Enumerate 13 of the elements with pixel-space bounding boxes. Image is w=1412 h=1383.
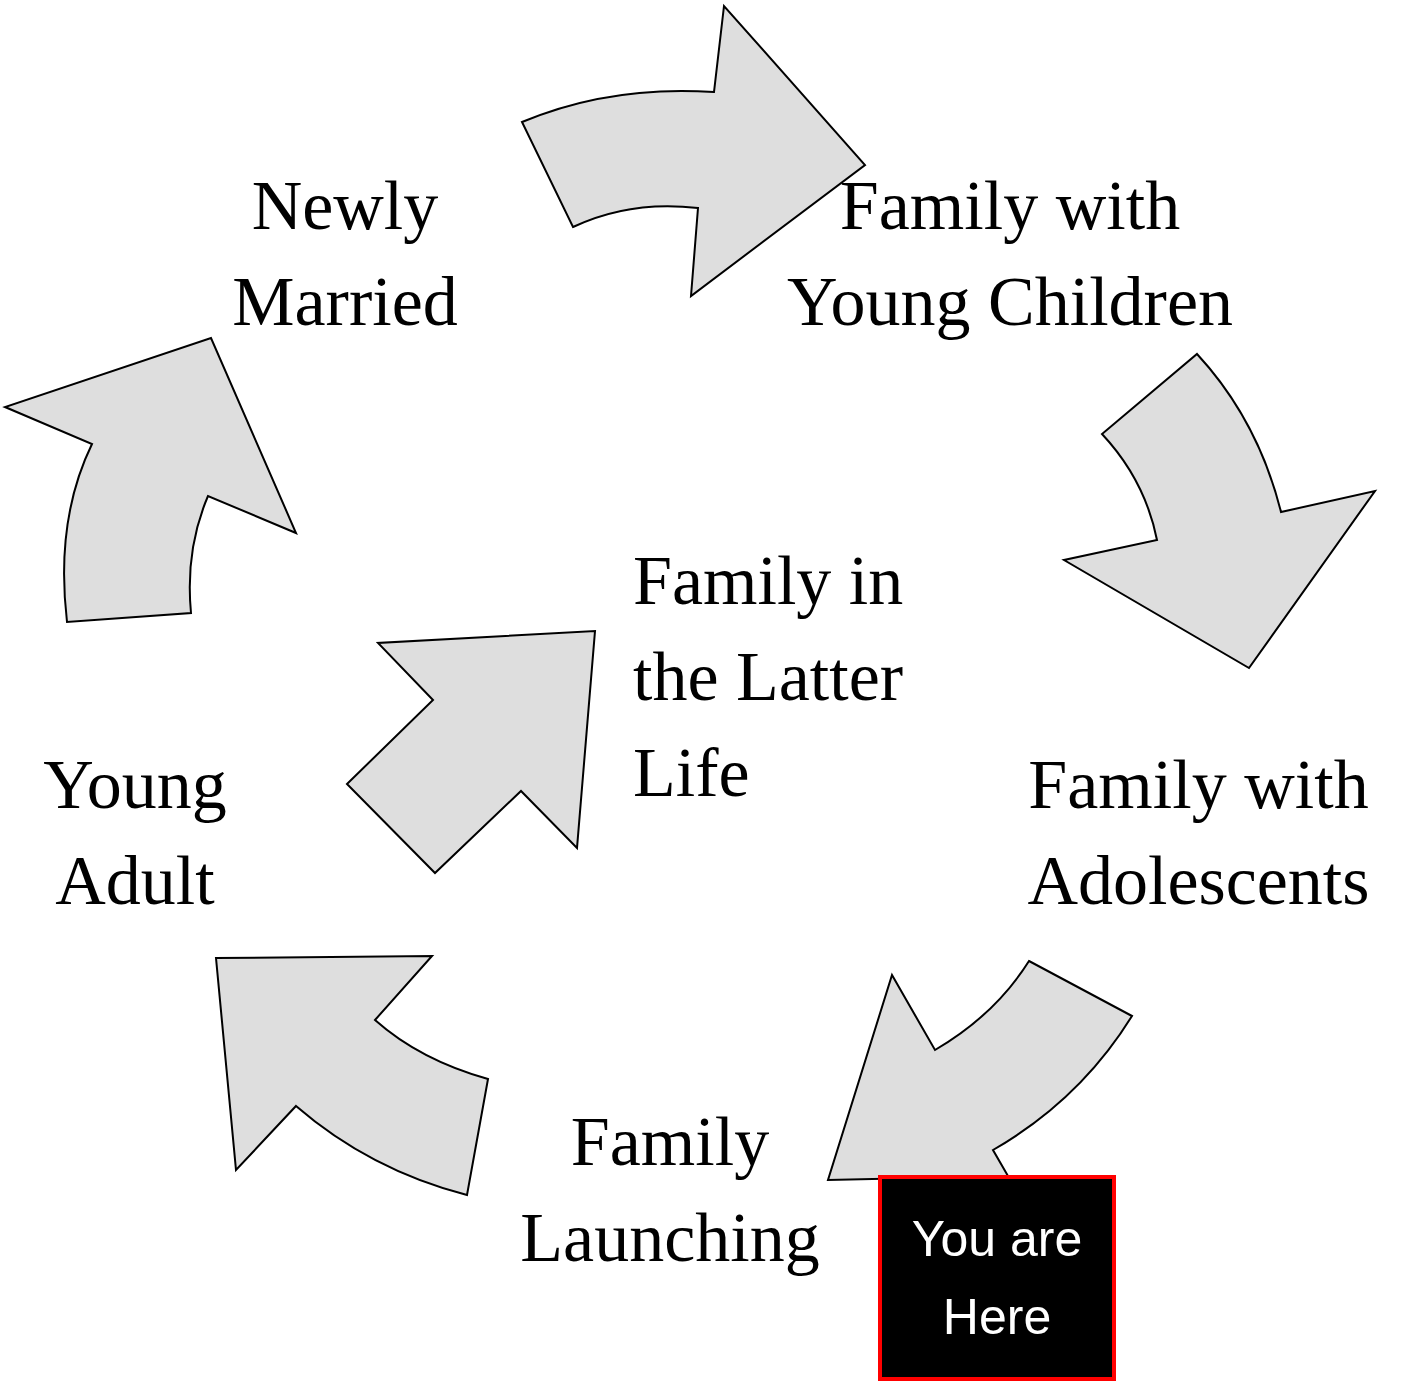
- block-arrow: [521, 5, 866, 297]
- block-arrow: [215, 955, 489, 1196]
- stage-label: Family in the Latter Life: [633, 533, 943, 821]
- block-arrow: [1063, 353, 1376, 669]
- location-marker: You are Here: [878, 1175, 1116, 1381]
- block-arrow: [827, 960, 1133, 1181]
- stage-label: Family Launching: [480, 1094, 860, 1286]
- stage-label: Newly Married: [190, 158, 500, 350]
- block-arrow: [345, 629, 597, 875]
- block-arrow: [4, 337, 297, 623]
- stage-label: Young Adult: [5, 737, 265, 929]
- stage-label: Family with Young Children: [745, 158, 1275, 350]
- stage-label: Family with Adolescents: [985, 737, 1412, 929]
